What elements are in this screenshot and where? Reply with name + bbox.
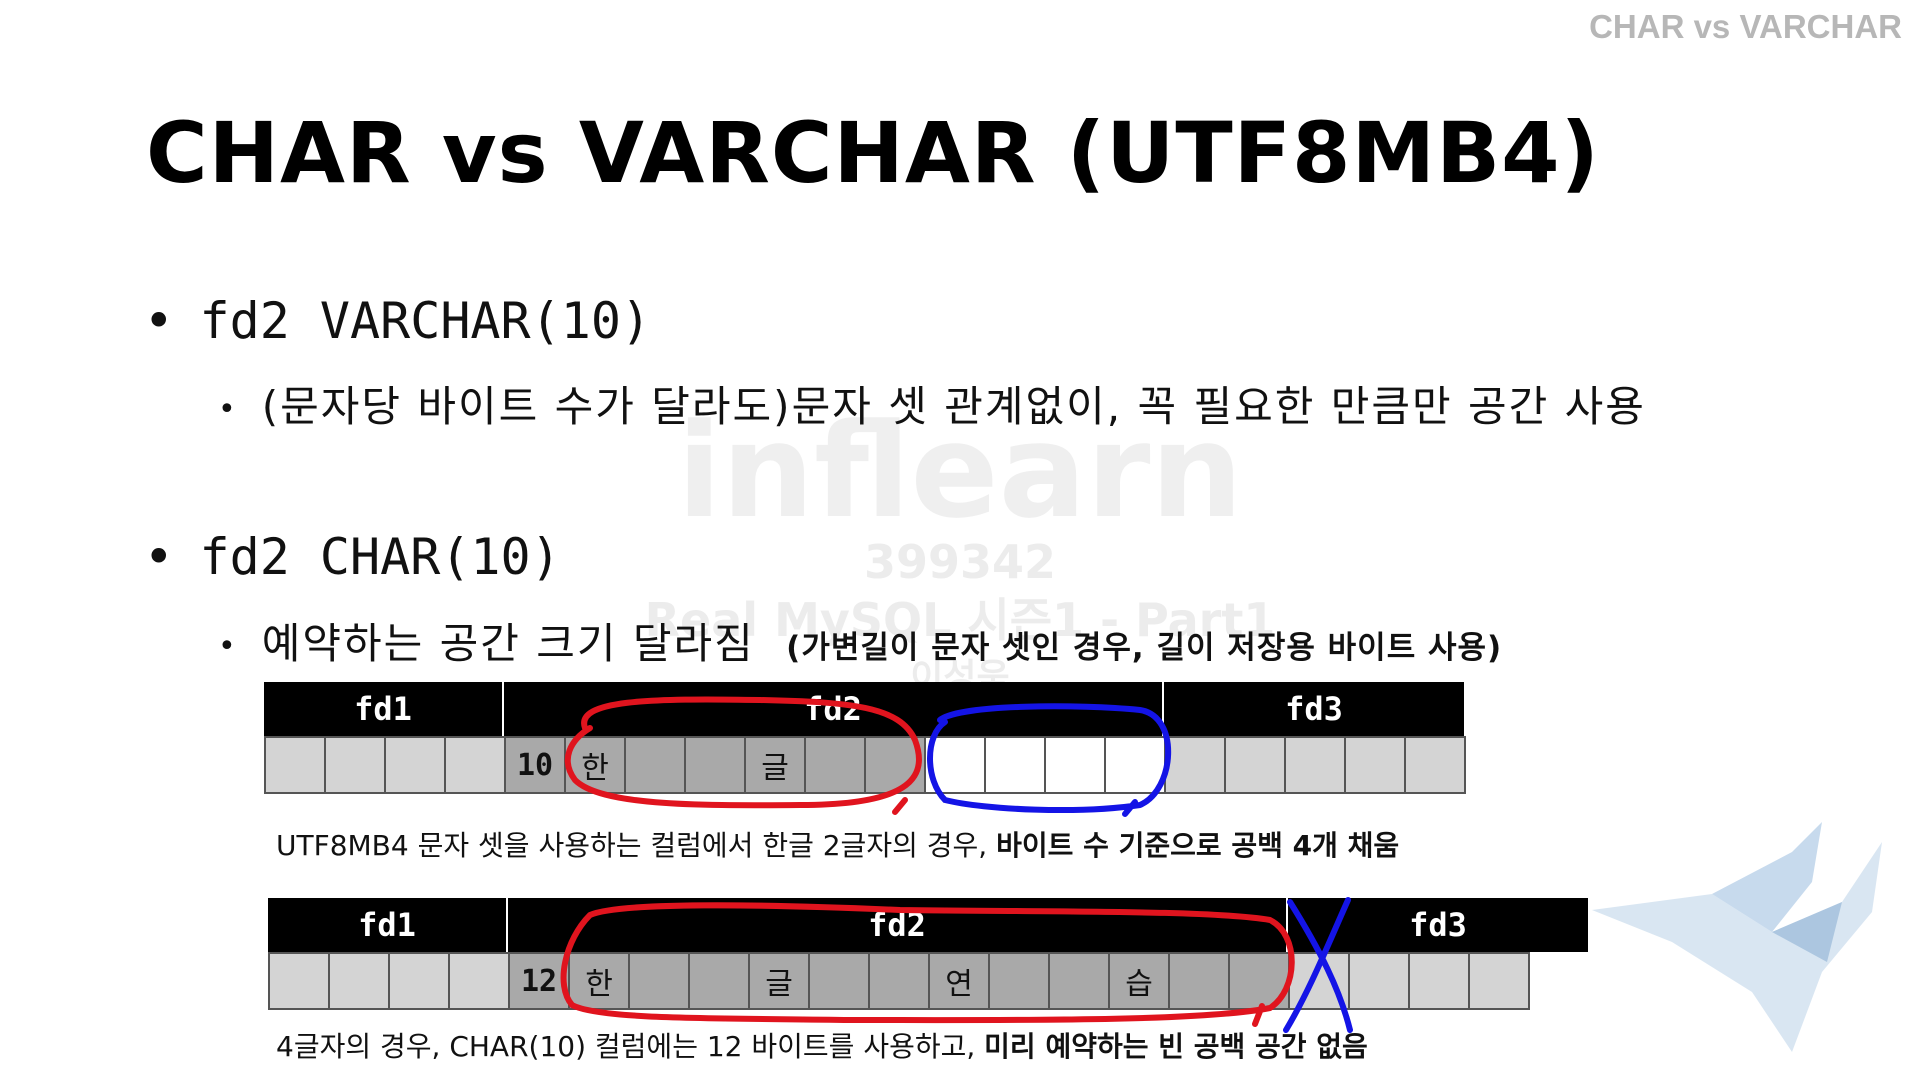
diagram1-cell bbox=[326, 738, 386, 792]
diagram2-cell: 글 bbox=[750, 954, 810, 1008]
diagram1-cell bbox=[1286, 738, 1346, 792]
diagram1-cell bbox=[1226, 738, 1286, 792]
bird-logo bbox=[1592, 822, 1882, 1052]
diagram2-cell bbox=[870, 954, 930, 1008]
diagram1-cell: 글 bbox=[746, 738, 806, 792]
bullet-char-text: fd2 CHAR(10) bbox=[199, 528, 561, 586]
bullet-varchar: •fd2 VARCHAR(10) bbox=[144, 292, 652, 350]
diagram1-cell: 한 bbox=[566, 738, 626, 792]
diagram2-cell bbox=[810, 954, 870, 1008]
watermark-id: 399342 bbox=[863, 535, 1057, 589]
diagram1-caption: UTF8MB4 문자 셋을 사용하는 컬럼에서 한글 2글자의 경우, 바이트 … bbox=[276, 824, 1399, 864]
diagram1-cell bbox=[926, 738, 986, 792]
diagram1-cell bbox=[686, 738, 746, 792]
diagram1-cell bbox=[626, 738, 686, 792]
diagram1-caption-plain: UTF8MB4 문자 셋을 사용하는 컬럼에서 한글 2글자의 경우, bbox=[276, 829, 997, 862]
sub-bullet-varchar: •(문자당 바이트 수가 달라도)문자 셋 관계없이, 꼭 필요한 만큼만 공간… bbox=[218, 382, 1646, 431]
slide-title: CHAR vs VARCHAR (UTF8MB4) bbox=[146, 104, 1600, 202]
diagram2-cell: 한 bbox=[570, 954, 630, 1008]
diagram2-header-fd3: fd3 bbox=[1409, 906, 1467, 944]
diagram1-cell bbox=[1346, 738, 1406, 792]
sub-bullet-varchar-text: (문자당 바이트 수가 달라도)문자 셋 관계없이, 꼭 필요한 만큼만 공간 … bbox=[261, 382, 1646, 431]
sub-bullet-char-note: (가변길이 문자 셋인 경우, 길이 저장용 바이트 사용) bbox=[786, 630, 1503, 666]
diagram2-cell bbox=[690, 954, 750, 1008]
diagram2-header-fd2: fd2 bbox=[508, 898, 1288, 952]
diagram2-cell bbox=[1350, 954, 1410, 1008]
diagram2-cell: 연 bbox=[930, 954, 990, 1008]
diagram1-cell bbox=[1166, 738, 1226, 792]
diagram2-cell bbox=[270, 954, 330, 1008]
diagram2-caption-bold: 미리 예약하는 빈 공백 공간 없음 bbox=[984, 1030, 1368, 1063]
diagram2-cell bbox=[1470, 954, 1530, 1008]
bullet-char: •fd2 CHAR(10) bbox=[144, 528, 561, 586]
diagram2-cell bbox=[450, 954, 510, 1008]
bullet-varchar-text: fd2 VARCHAR(10) bbox=[199, 292, 652, 350]
diagram2-cell bbox=[1050, 954, 1110, 1008]
diagram2-cell bbox=[1410, 954, 1470, 1008]
diagram1-header-fd2: fd2 bbox=[504, 682, 1164, 736]
diagram2-cell bbox=[1230, 954, 1290, 1008]
diagram1-cell bbox=[986, 738, 1046, 792]
sub-bullet-char-text: 예약하는 공간 크기 달라짐 bbox=[261, 619, 755, 668]
diagram2-caption: 4글자의 경우, CHAR(10) 컬럼에는 12 바이트를 사용하고, 미리 … bbox=[276, 1025, 1368, 1065]
diagram1-header-fd3: fd3 bbox=[1285, 690, 1343, 728]
sub-bullet-char: •예약하는 공간 크기 달라짐 (가변길이 문자 셋인 경우, 길이 저장용 바… bbox=[218, 619, 1503, 668]
diagram1-cell bbox=[1106, 738, 1166, 792]
diagram2-header: fd1 fd2 fd3 bbox=[268, 898, 1588, 952]
diagram1-cell bbox=[386, 738, 446, 792]
diagram2-header-fd1: fd1 bbox=[268, 898, 508, 952]
corner-title: CHAR vs VARCHAR bbox=[1589, 8, 1902, 45]
diagram1-cell bbox=[446, 738, 506, 792]
diagram2-caption-plain: 4글자의 경우, CHAR(10) 컬럼에는 12 바이트를 사용하고, bbox=[276, 1030, 985, 1063]
diagram2-cell bbox=[1290, 954, 1350, 1008]
diagram2-cell bbox=[1170, 954, 1230, 1008]
diagram2-cell: 습 bbox=[1110, 954, 1170, 1008]
diagram2-cell: 12 bbox=[510, 954, 570, 1008]
diagram2-cell bbox=[990, 954, 1050, 1008]
diagram2-cell bbox=[330, 954, 390, 1008]
diagram2-cell bbox=[630, 954, 690, 1008]
diagram2-cell bbox=[390, 954, 450, 1008]
diagram1-header: fd1 fd2 fd3 bbox=[264, 682, 1464, 736]
diagram1-cell bbox=[806, 738, 866, 792]
diagram1-cell bbox=[1406, 738, 1466, 792]
diagram1-cell bbox=[1046, 738, 1106, 792]
diagram1-cell bbox=[266, 738, 326, 792]
diagram1-caption-bold: 바이트 수 기준으로 공백 4개 채움 bbox=[996, 829, 1400, 862]
diagram1-header-fd1: fd1 bbox=[264, 682, 504, 736]
diagram1-cell: 10 bbox=[506, 738, 566, 792]
diagram1-cell bbox=[866, 738, 926, 792]
